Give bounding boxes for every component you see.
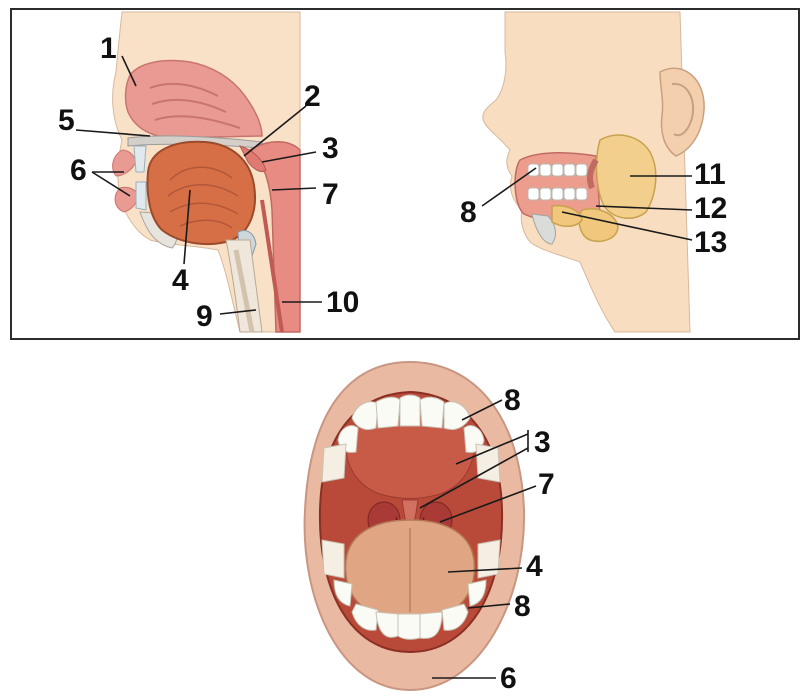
label-3: 3 [322,134,339,164]
lower-incisor [136,182,146,210]
sagittal-section [113,12,300,332]
profile-head [483,12,704,332]
label-8-mouth-upper: 8 [504,386,521,416]
right-molars-upper [476,444,500,482]
label-2: 2 [304,82,321,112]
label-7: 7 [322,180,339,210]
label-6: 6 [70,156,87,186]
label-6-mouth: 6 [500,664,517,694]
upper-teeth [528,164,587,176]
label-9: 9 [196,302,213,332]
label-1: 1 [100,34,117,64]
label-12: 12 [694,194,727,224]
label-13: 13 [694,228,727,258]
label-4: 4 [172,266,189,296]
open-mouth [305,362,524,690]
label-4-mouth: 4 [526,552,543,582]
label-8-profile: 8 [460,198,477,228]
upper-incisor [134,146,146,172]
label-11: 11 [694,160,726,190]
label-7-mouth: 7 [538,470,555,500]
right-molars-lower [478,540,500,578]
label-10: 10 [326,288,359,318]
tongue [148,142,256,244]
label-3-mouth: 3 [534,428,551,458]
ear [660,68,704,156]
left-molars-upper [322,444,346,482]
lower-teeth [528,188,587,200]
left-molars-lower [322,540,344,578]
label-5: 5 [58,106,75,136]
label-8-mouth-lower: 8 [514,592,531,622]
